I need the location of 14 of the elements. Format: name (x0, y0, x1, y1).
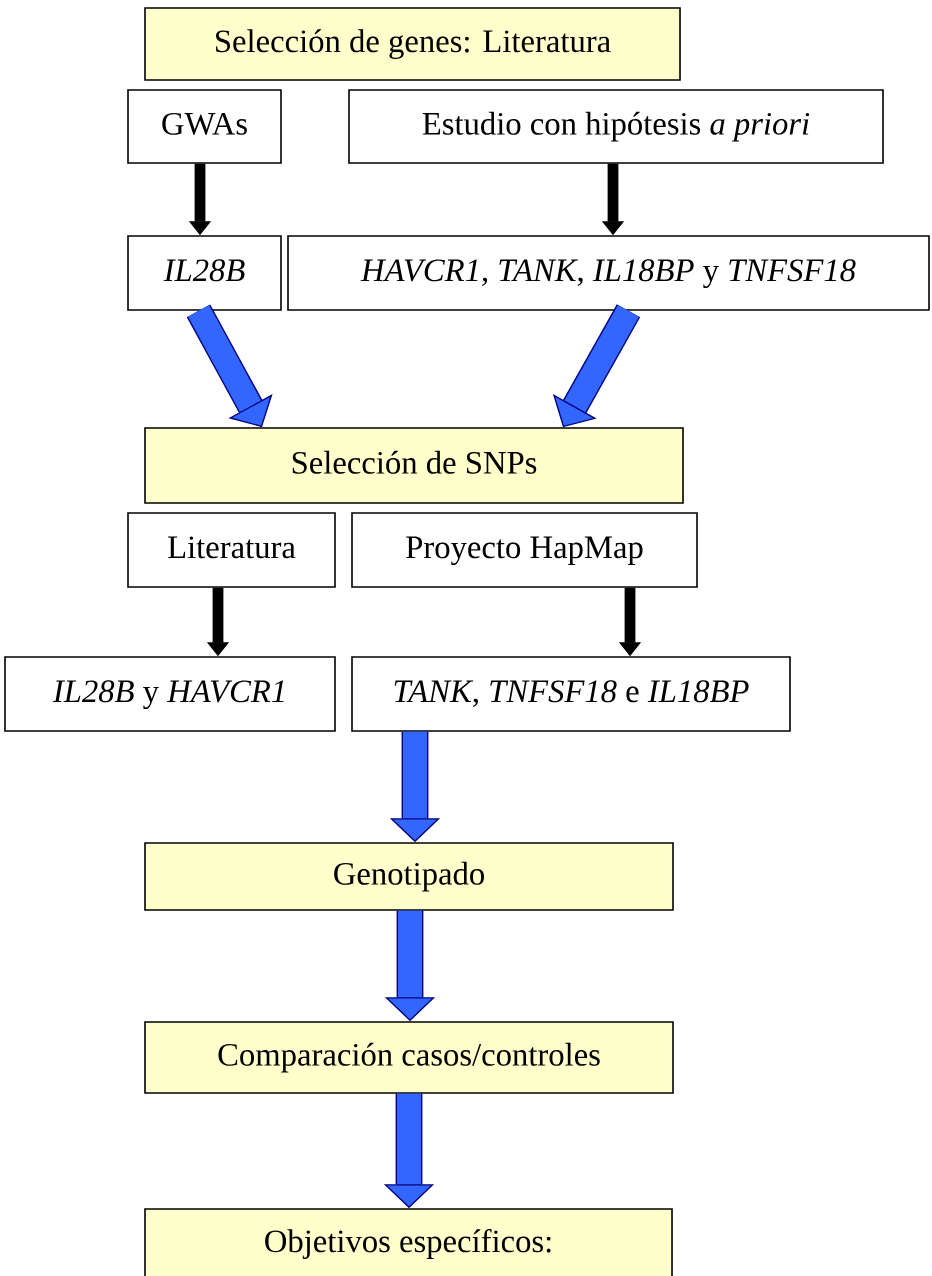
step-box: Objetivos específicos: (144, 1208, 673, 1276)
step-box: Comparación casos/controles (144, 1021, 674, 1094)
text-box: Literatura (127, 512, 336, 588)
text-box: HAVCR1, TANK, IL18BP y TNFSF18 (287, 235, 930, 311)
step-box: Selección de SNPs (144, 427, 684, 504)
text-box: Proyecto HapMap (351, 512, 698, 588)
text-box: IL28B y HAVCR1 (4, 656, 336, 732)
text-box: TANK, TNFSF18 e IL18BP (351, 656, 791, 732)
text-box: Estudio con hipótesis a priori (348, 89, 884, 164)
text-box: IL28B (127, 235, 282, 311)
text-box: GWAs (127, 89, 282, 164)
step-box: Selección de genes: Literatura (144, 7, 681, 81)
block-arrow (186, 304, 273, 428)
step-box: Genotipado (144, 842, 674, 911)
